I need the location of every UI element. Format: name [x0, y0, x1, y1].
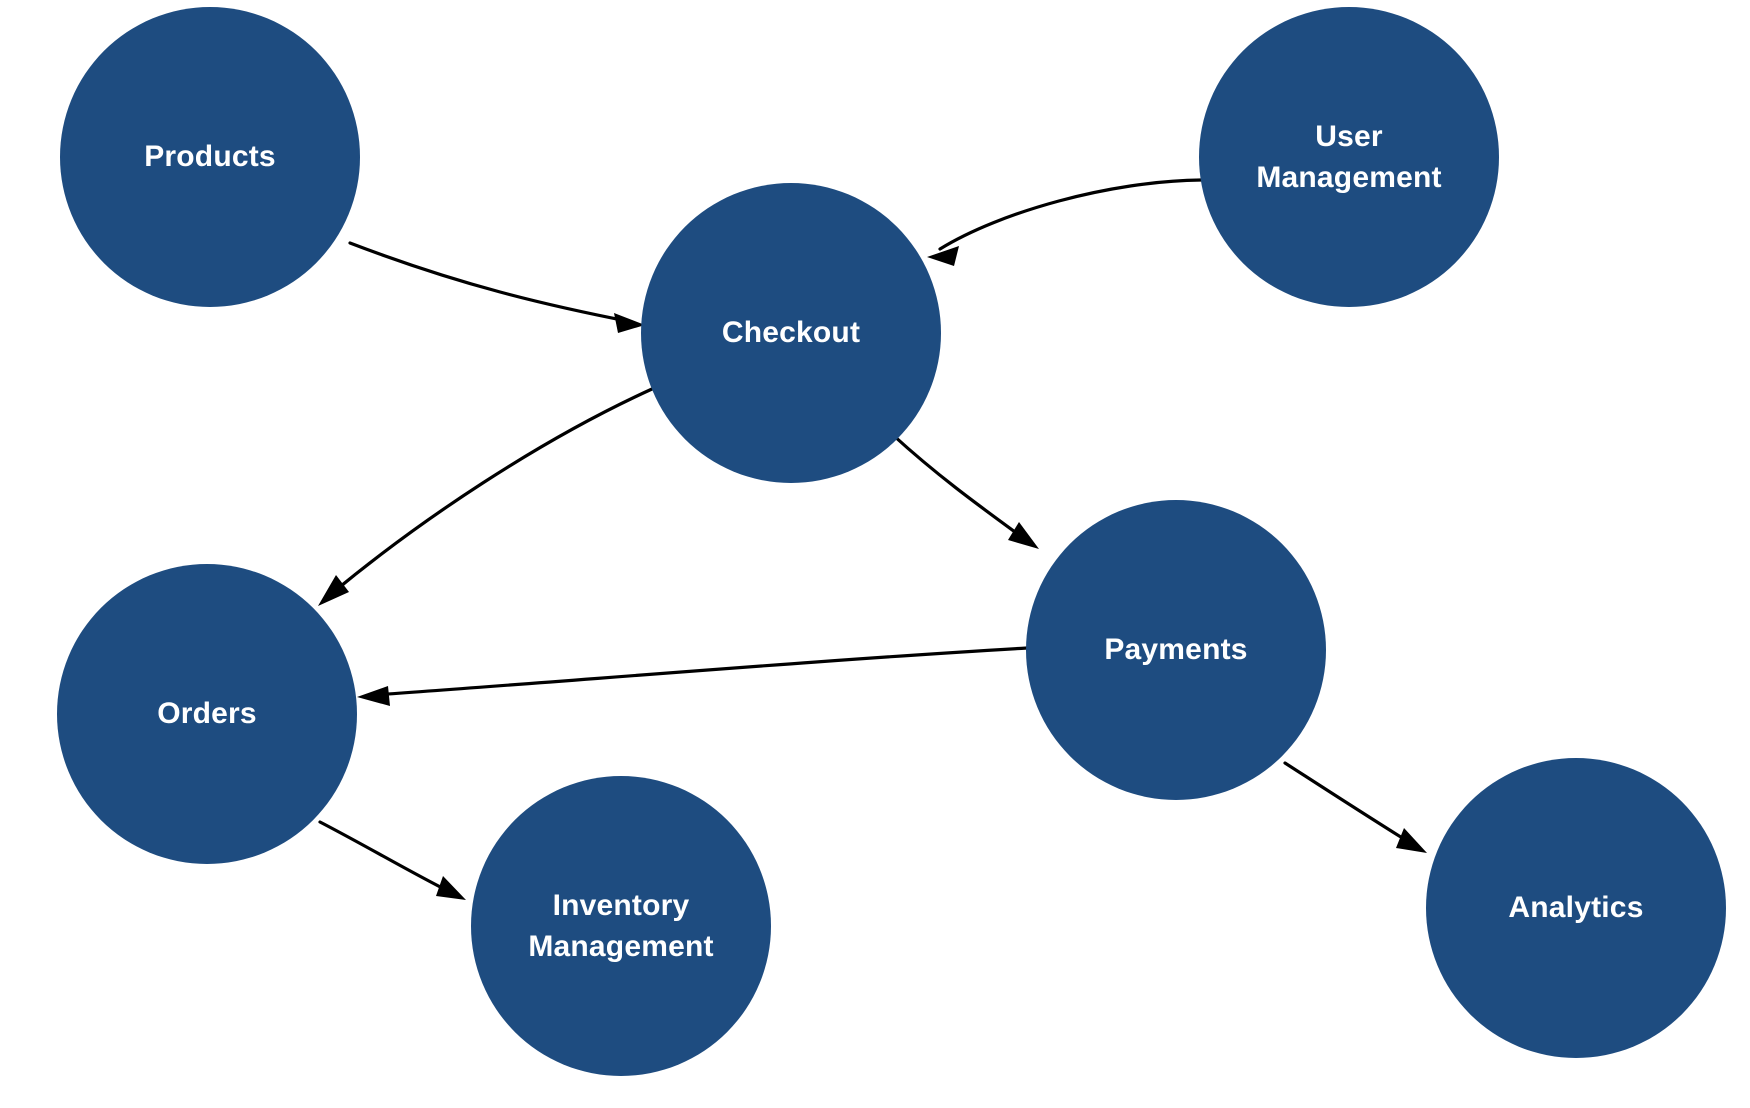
node-products-label: Products — [144, 140, 276, 174]
edge-checkout-to-orders-arrowhead — [318, 575, 349, 606]
node-analytics[interactable]: Analytics — [1426, 758, 1726, 1058]
node-orders[interactable]: Orders — [57, 564, 357, 864]
edge-user-management-to-checkout-arrowhead — [927, 246, 959, 266]
edge-payments-to-orders-line — [372, 646, 1029, 697]
node-inventory-management-label: Inventory Management — [528, 888, 714, 963]
edge-orders-to-inventory-management-line — [318, 820, 454, 895]
edge-orders-to-inventory-management-arrowhead — [436, 876, 466, 900]
node-inventory-management[interactable]: Inventory Management — [471, 776, 771, 1076]
edge-checkout-to-orders[interactable] — [318, 387, 654, 606]
edge-payments-to-analytics[interactable] — [1283, 761, 1427, 853]
edge-orders-to-inventory-management[interactable] — [318, 820, 466, 900]
edge-payments-to-analytics-arrowhead — [1396, 828, 1427, 853]
node-analytics-label: Analytics — [1508, 891, 1644, 925]
edge-checkout-to-payments-line — [891, 433, 1028, 542]
node-payments[interactable]: Payments — [1026, 500, 1326, 800]
edge-user-management-to-checkout[interactable] — [927, 178, 1203, 266]
edge-checkout-to-payments[interactable] — [891, 433, 1039, 549]
node-checkout-label: Checkout — [721, 316, 861, 350]
edge-payments-to-orders[interactable] — [357, 646, 1029, 706]
node-products[interactable]: Products — [60, 7, 360, 307]
edge-payments-to-orders-arrowhead — [357, 686, 390, 706]
node-user-management-label: User Management — [1256, 119, 1442, 194]
edge-user-management-to-checkout-line — [938, 178, 1203, 251]
edge-checkout-to-payments-arrowhead — [1008, 522, 1039, 549]
edge-products-to-checkout-line — [348, 241, 634, 324]
node-payments-label: Payments — [1104, 633, 1248, 667]
edge-payments-to-analytics-line — [1283, 761, 1414, 846]
node-user-management[interactable]: User Management — [1199, 7, 1499, 307]
node-checkout[interactable]: Checkout — [641, 183, 941, 483]
edge-products-to-checkout[interactable] — [348, 241, 645, 333]
edge-products-to-checkout-arrowhead — [614, 313, 645, 333]
edge-checkout-to-orders-line — [328, 387, 654, 597]
node-orders-label: Orders — [157, 697, 257, 731]
